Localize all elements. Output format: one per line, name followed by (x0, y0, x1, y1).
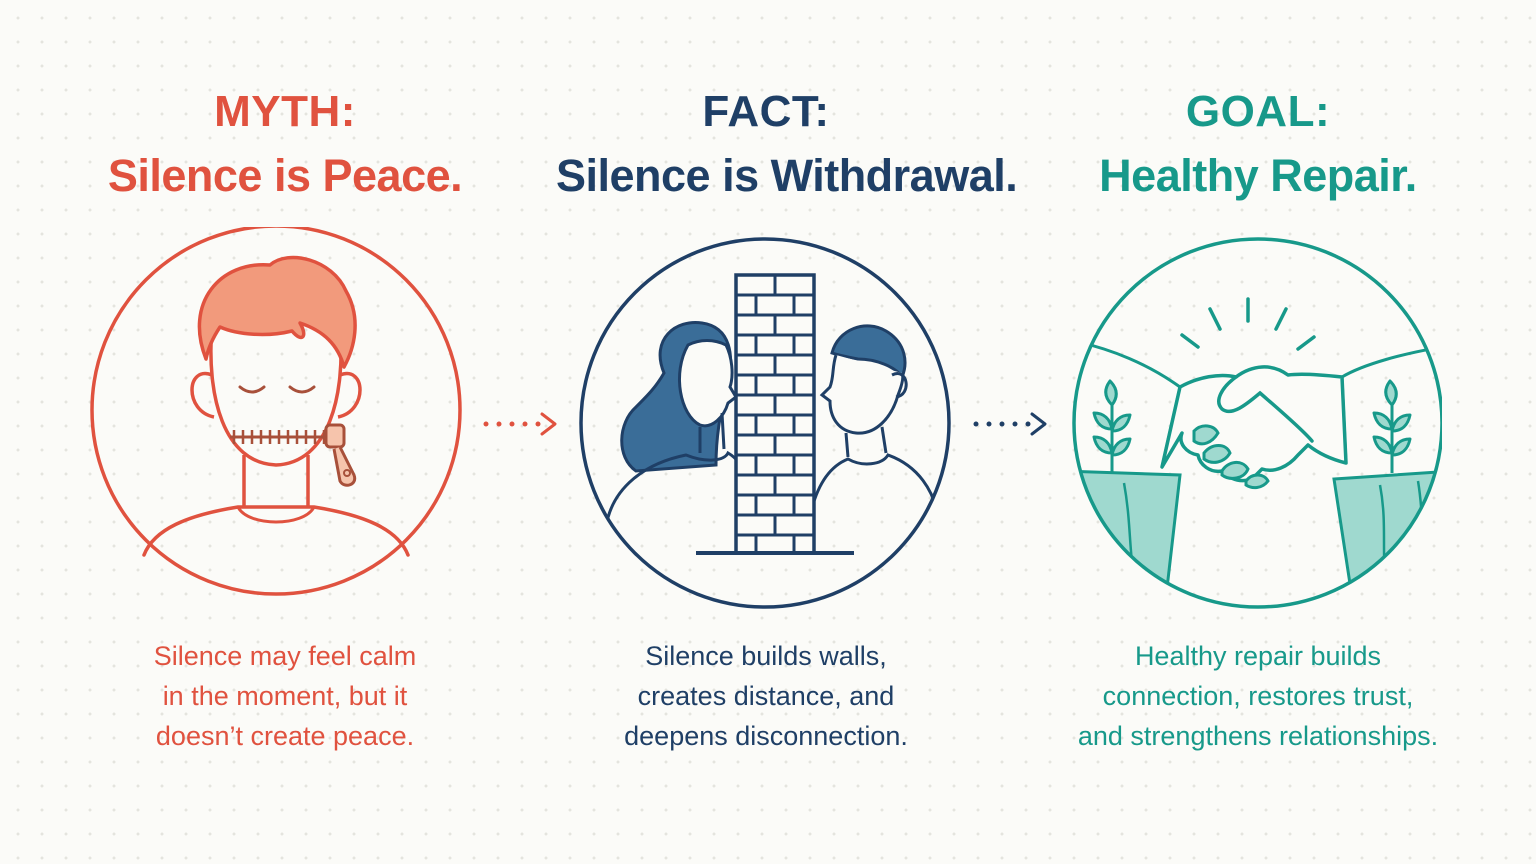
goal-description: Healthy repair builds connection, restor… (1048, 636, 1468, 756)
zipped-mouth-person-icon (90, 227, 462, 596)
myth-description: Silence may feel calm in the moment, but… (75, 636, 495, 756)
goal-description-line: and strengthens relationships. (1077, 721, 1439, 751)
myth-label: MYTH: (214, 87, 356, 136)
fact-description-line: creates distance, and (637, 681, 895, 711)
brick-wall-between-people-icon (579, 237, 951, 609)
fact-headline: Silence is Withdrawal. (556, 150, 1018, 201)
myth-description-line: doesn’t create peace. (155, 721, 415, 751)
fact-description: Silence builds walls, creates distance, … (556, 636, 976, 756)
fact-description-line: deepens disconnection. (624, 721, 908, 751)
goal-description-line: Healthy repair builds (1134, 641, 1382, 671)
myth-description-line: Silence may feel calm (153, 641, 417, 671)
fact-description-line: Silence builds walls, (645, 641, 887, 671)
fact-panel: FACT: Silence is Withdrawal. (556, 0, 1018, 864)
myth-panel: MYTH: Silence is Peace. (75, 0, 495, 864)
dotted-arrow-right-icon (973, 412, 1047, 436)
goal-label: GOAL: (1185, 87, 1331, 136)
myth-description-line: in the moment, but it (162, 681, 408, 711)
dotted-arrow-right-icon (483, 412, 557, 436)
myth-headline: Silence is Peace. (107, 150, 463, 201)
handshake-icon (1072, 237, 1442, 609)
fact-label: FACT: (702, 87, 830, 136)
goal-description-line: connection, restores trust, (1102, 681, 1414, 711)
goal-panel: GOAL: Healthy Repair. (1048, 0, 1468, 864)
goal-headline: Healthy Repair. (1099, 150, 1417, 201)
